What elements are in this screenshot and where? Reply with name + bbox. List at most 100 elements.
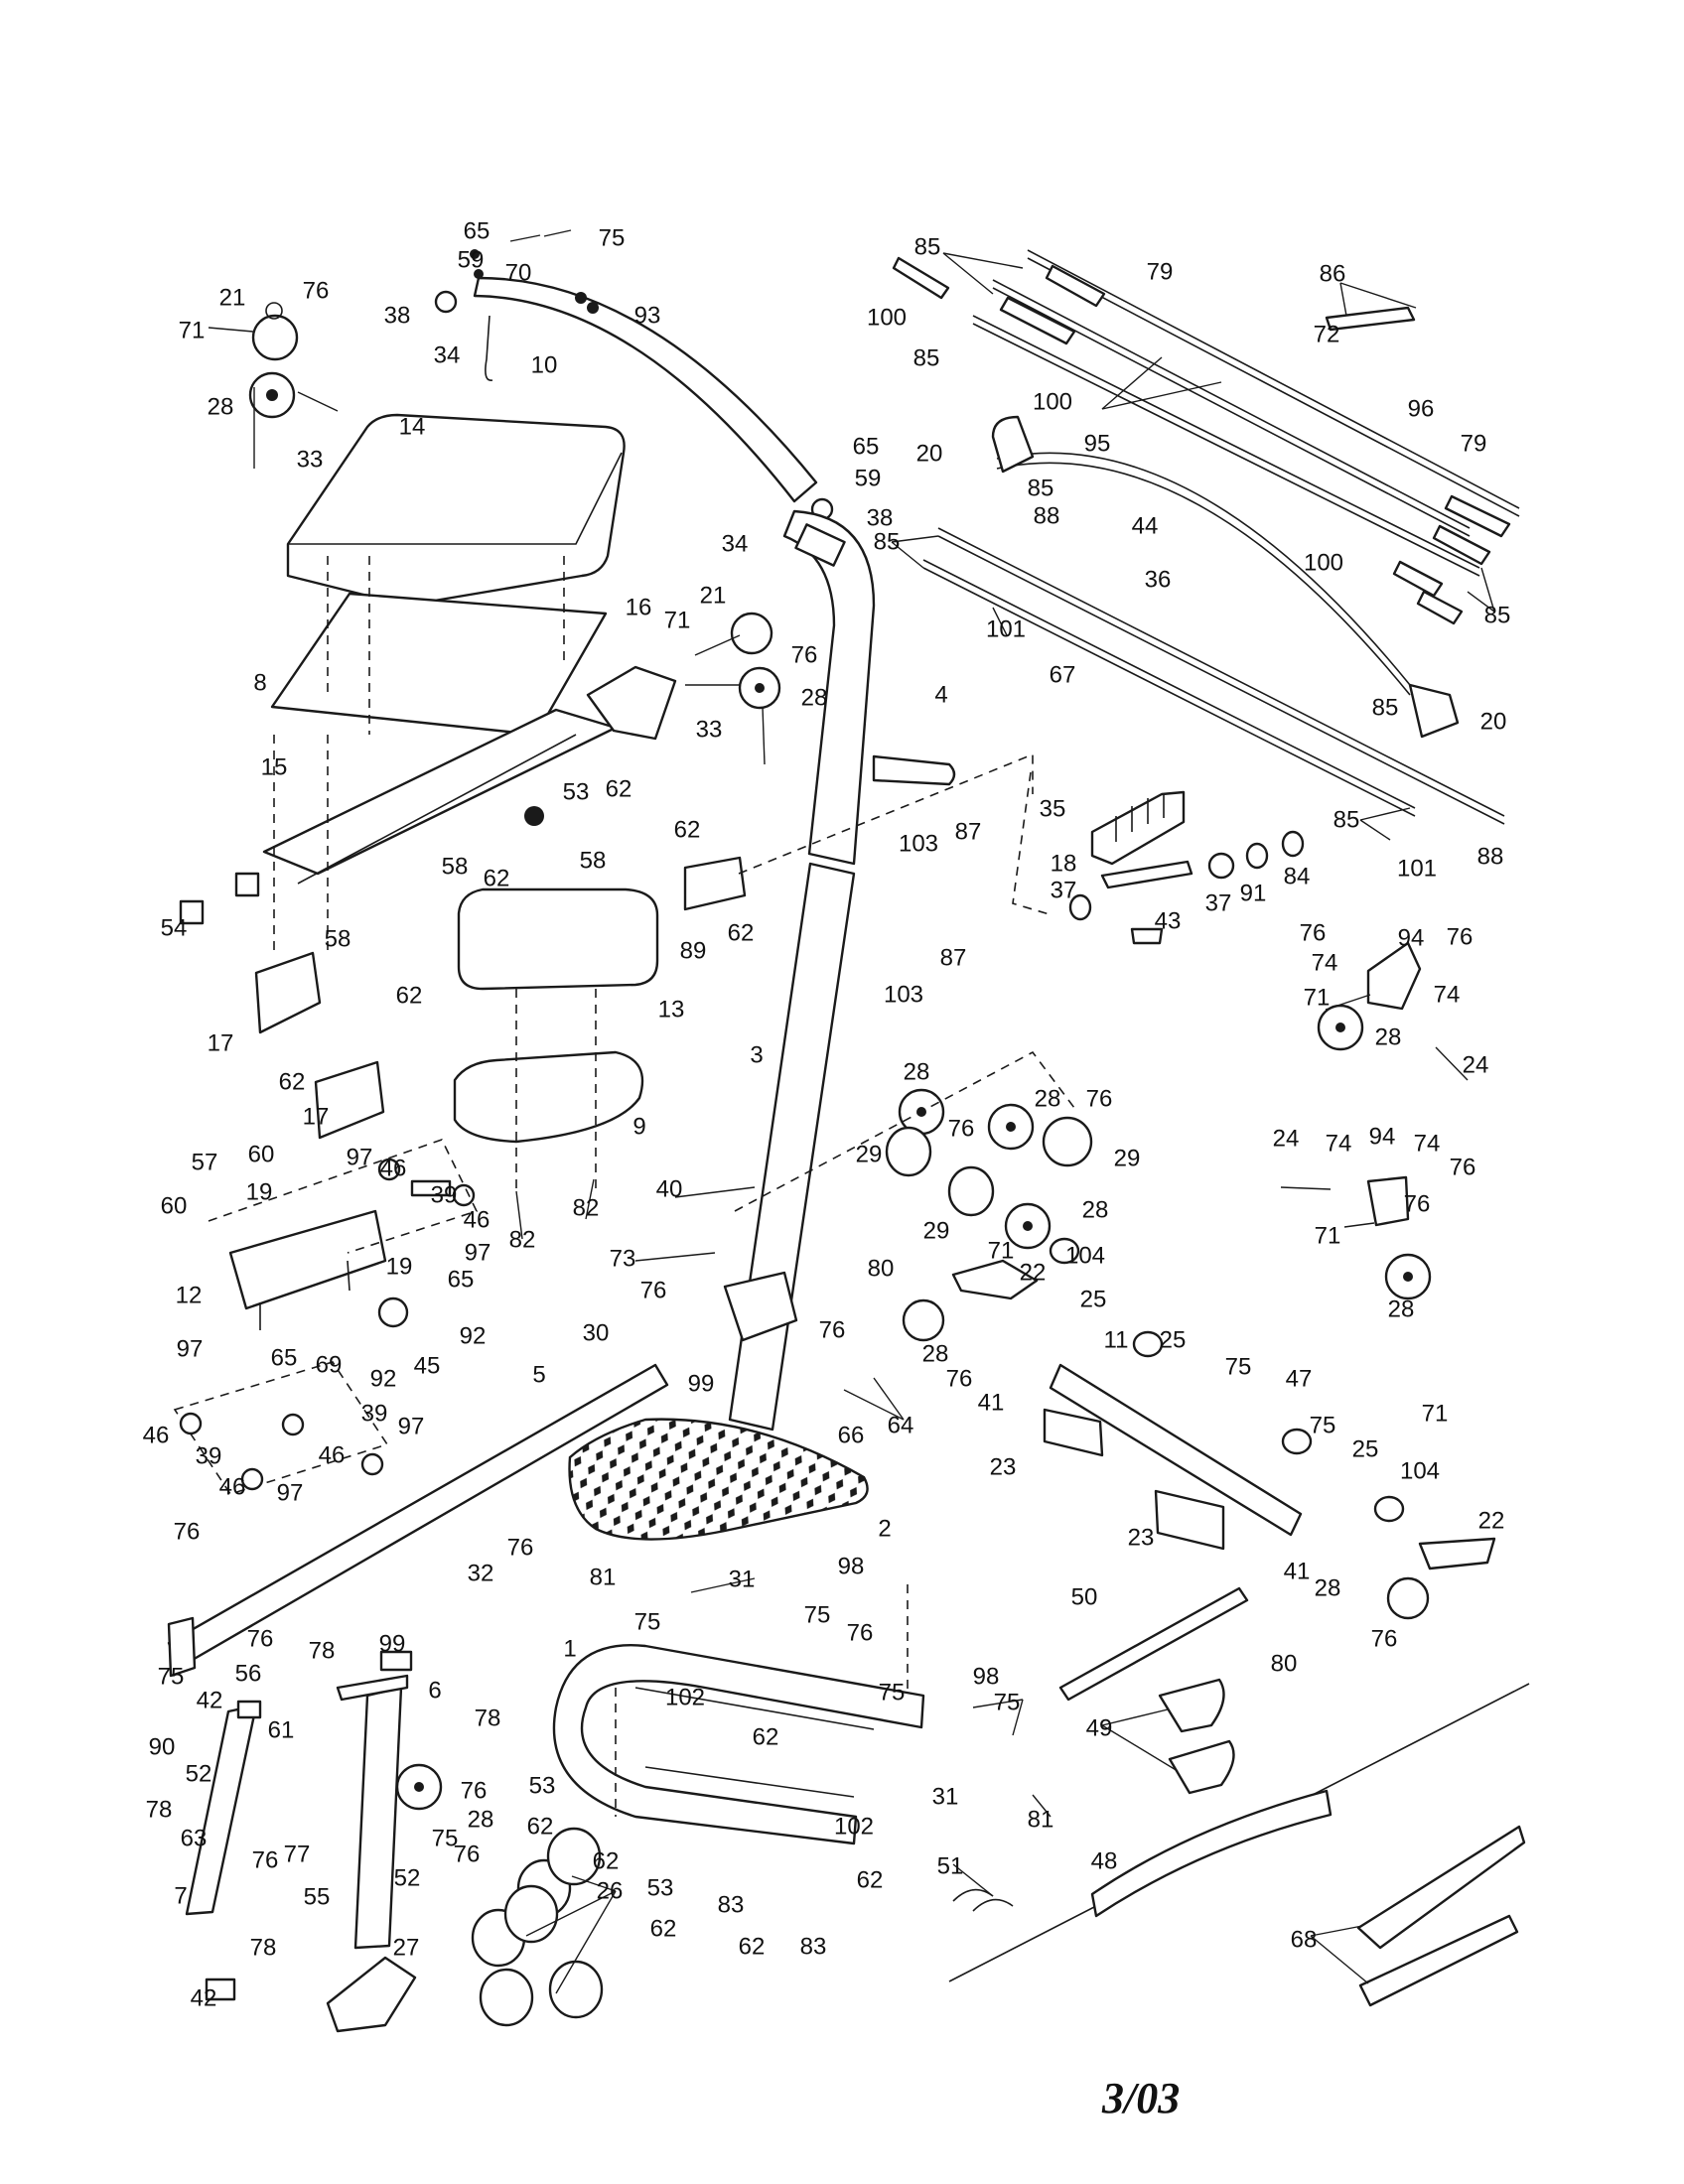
leg-right bbox=[353, 1686, 403, 1950]
part-callout: 7 bbox=[174, 1883, 187, 1910]
part-callout: 97 bbox=[347, 1145, 373, 1171]
part-callout: 80 bbox=[1271, 1651, 1298, 1678]
part-callout: 95 bbox=[1084, 431, 1111, 458]
part-callout: 104 bbox=[1065, 1243, 1105, 1270]
part-callout: 76 bbox=[507, 1535, 534, 1562]
part-callout: 55 bbox=[304, 1884, 331, 1911]
part-callout: 62 bbox=[606, 776, 632, 803]
part-callout: 22 bbox=[1478, 1508, 1505, 1535]
part-callout: 75 bbox=[1310, 1413, 1336, 1439]
leg-tube bbox=[1049, 1363, 1303, 1537]
part-callout: 98 bbox=[973, 1664, 1000, 1691]
rail-end-plate bbox=[167, 1616, 197, 1678]
part-callout: 46 bbox=[143, 1423, 170, 1449]
pulley-bracket-tower bbox=[794, 523, 846, 567]
part-callout: 38 bbox=[867, 505, 894, 532]
part-callout: 46 bbox=[464, 1207, 491, 1234]
part-callout: 76 bbox=[946, 1366, 973, 1393]
part-callout: 32 bbox=[468, 1561, 494, 1587]
part-callout: 29 bbox=[1114, 1146, 1141, 1172]
part-callout: 15 bbox=[261, 754, 288, 781]
leg-extension-arm bbox=[902, 1237, 1496, 1620]
part-callout: 75 bbox=[804, 1602, 831, 1629]
part-callout: 37 bbox=[1051, 878, 1077, 904]
part-callout: 56 bbox=[235, 1661, 262, 1688]
end-cap bbox=[179, 899, 205, 925]
part-callout: 28 bbox=[922, 1341, 949, 1368]
part-callout: 65 bbox=[448, 1267, 475, 1294]
part-callout: 58 bbox=[580, 848, 607, 875]
part-callout: 39 bbox=[361, 1401, 388, 1428]
part-callout: 76 bbox=[454, 1842, 481, 1868]
part-callout: 28 bbox=[1315, 1575, 1341, 1602]
part-callout: 67 bbox=[1050, 662, 1076, 689]
part-callout: 51 bbox=[937, 1853, 964, 1880]
part-callout: 76 bbox=[247, 1626, 274, 1653]
part-callout: 12 bbox=[176, 1283, 203, 1309]
grip-sleeve bbox=[892, 256, 950, 300]
part-callout: 31 bbox=[729, 1567, 756, 1593]
bracket-plate bbox=[683, 856, 747, 911]
part-callout: 62 bbox=[857, 1867, 884, 1894]
part-callout: 71 bbox=[988, 1238, 1015, 1265]
part-callout: 38 bbox=[384, 303, 411, 330]
part-callout: 20 bbox=[1480, 709, 1507, 736]
part-callout: 85 bbox=[913, 345, 940, 372]
part-callout: 97 bbox=[398, 1414, 425, 1440]
part-callout: 70 bbox=[505, 260, 532, 287]
part-callout: 82 bbox=[573, 1195, 600, 1222]
part-callout: 68 bbox=[1291, 1927, 1318, 1954]
strap-50 bbox=[1058, 1586, 1249, 1702]
handle-upper bbox=[1158, 1678, 1225, 1733]
part-callout: 62 bbox=[739, 1934, 766, 1961]
part-callout: 17 bbox=[303, 1104, 330, 1131]
pulley-bracket-left bbox=[208, 302, 339, 469]
seat-bracket bbox=[586, 665, 677, 741]
backrest-assembly bbox=[453, 887, 659, 1189]
crossbar-plate bbox=[723, 1271, 798, 1342]
part-callout: 36 bbox=[1145, 567, 1172, 594]
part-callout: 79 bbox=[1147, 259, 1174, 286]
part-callout: 76 bbox=[948, 1116, 975, 1143]
part-callout: 82 bbox=[509, 1227, 536, 1254]
part-callout: 62 bbox=[396, 983, 423, 1010]
part-callout: 103 bbox=[884, 982, 923, 1009]
base-frame bbox=[167, 1363, 925, 1845]
seat-board bbox=[270, 592, 608, 737]
part-callout: 28 bbox=[1388, 1297, 1415, 1323]
part-callout: 76 bbox=[252, 1847, 279, 1874]
part-callout: 60 bbox=[161, 1193, 188, 1220]
part-callout: 77 bbox=[284, 1842, 311, 1868]
part-callout: 81 bbox=[590, 1565, 617, 1591]
part-callout: 76 bbox=[847, 1620, 874, 1647]
part-callout: 65 bbox=[853, 434, 880, 461]
seat-cushion bbox=[286, 413, 626, 610]
strap-68-lower bbox=[1358, 1914, 1519, 2007]
part-callout: 100 bbox=[867, 305, 907, 332]
part-callout: 34 bbox=[434, 342, 461, 369]
part-callout: 79 bbox=[1461, 431, 1487, 458]
part-callout: 13 bbox=[658, 997, 685, 1024]
part-callout: 2 bbox=[878, 1516, 891, 1543]
part-callout: 42 bbox=[191, 1985, 217, 2012]
part-callout: 73 bbox=[610, 1246, 636, 1273]
part-callout: 85 bbox=[1372, 695, 1399, 722]
seat-assembly bbox=[179, 413, 677, 953]
part-callout: 43 bbox=[1155, 908, 1182, 935]
part-callout: 62 bbox=[279, 1069, 306, 1096]
part-callout: 101 bbox=[986, 616, 1026, 643]
part-callout: 57 bbox=[192, 1150, 218, 1176]
leader-lines bbox=[515, 252, 1495, 1994]
part-callout: 65 bbox=[464, 218, 491, 245]
part-callout: 90 bbox=[149, 1734, 176, 1761]
part-callout: 78 bbox=[475, 1706, 501, 1732]
part-callout: 104 bbox=[1400, 1458, 1440, 1485]
part-callout: 30 bbox=[583, 1320, 610, 1347]
part-callout: 25 bbox=[1160, 1327, 1187, 1354]
part-callout: 60 bbox=[248, 1142, 275, 1168]
part-callout: 72 bbox=[1314, 322, 1340, 348]
part-callout: 39 bbox=[431, 1182, 458, 1209]
upper-arm-end-cap bbox=[434, 290, 458, 314]
part-callout: 75 bbox=[994, 1690, 1021, 1716]
part-callout: 62 bbox=[484, 866, 510, 892]
